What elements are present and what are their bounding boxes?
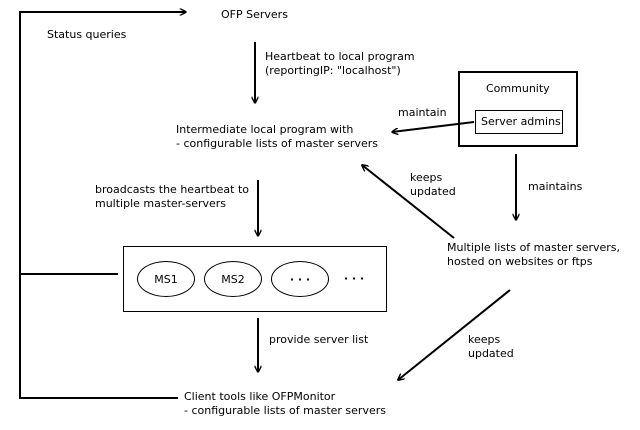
keeps-updated-label-2: keeps updated <box>468 333 514 360</box>
more-servers-ellipsis: · · · <box>344 272 365 285</box>
status-queries-line <box>19 12 186 275</box>
client-to-left-line <box>19 274 178 399</box>
maintain-arrow <box>392 121 475 132</box>
ms1-node: MS1 <box>137 261 195 297</box>
master-lists-node: Multiple lists of master servers, hosted… <box>447 241 621 268</box>
community-label: Community <box>486 82 550 95</box>
keeps-updated-arrow-2 <box>398 289 511 380</box>
master-servers-box <box>123 246 387 312</box>
status-queries-label: Status queries <box>47 28 127 41</box>
client-tools-node: Client tools like OFPMonitor - configura… <box>184 390 386 417</box>
maintain-label: maintain <box>398 106 447 119</box>
keeps-updated-arrow-1 <box>362 165 455 239</box>
keeps-updated-label-1: keeps updated <box>410 171 456 198</box>
server-admins-box <box>475 110 563 134</box>
heartbeat-label: Heartbeat to local program (reportingIP:… <box>265 50 415 77</box>
ms3-node: · · · <box>271 261 329 297</box>
ms2-node: MS2 <box>204 261 262 297</box>
intermediate-program-node: Intermediate local program with - config… <box>176 123 378 150</box>
community-box <box>458 71 578 147</box>
provide-label: provide server list <box>269 333 369 346</box>
maintains-label: maintains <box>528 180 583 193</box>
server-admins-label: Server admins <box>481 115 561 128</box>
ofp-servers-node: OFP Servers <box>221 8 288 21</box>
broadcasts-label: broadcasts the heartbeat to multiple mas… <box>95 183 249 210</box>
